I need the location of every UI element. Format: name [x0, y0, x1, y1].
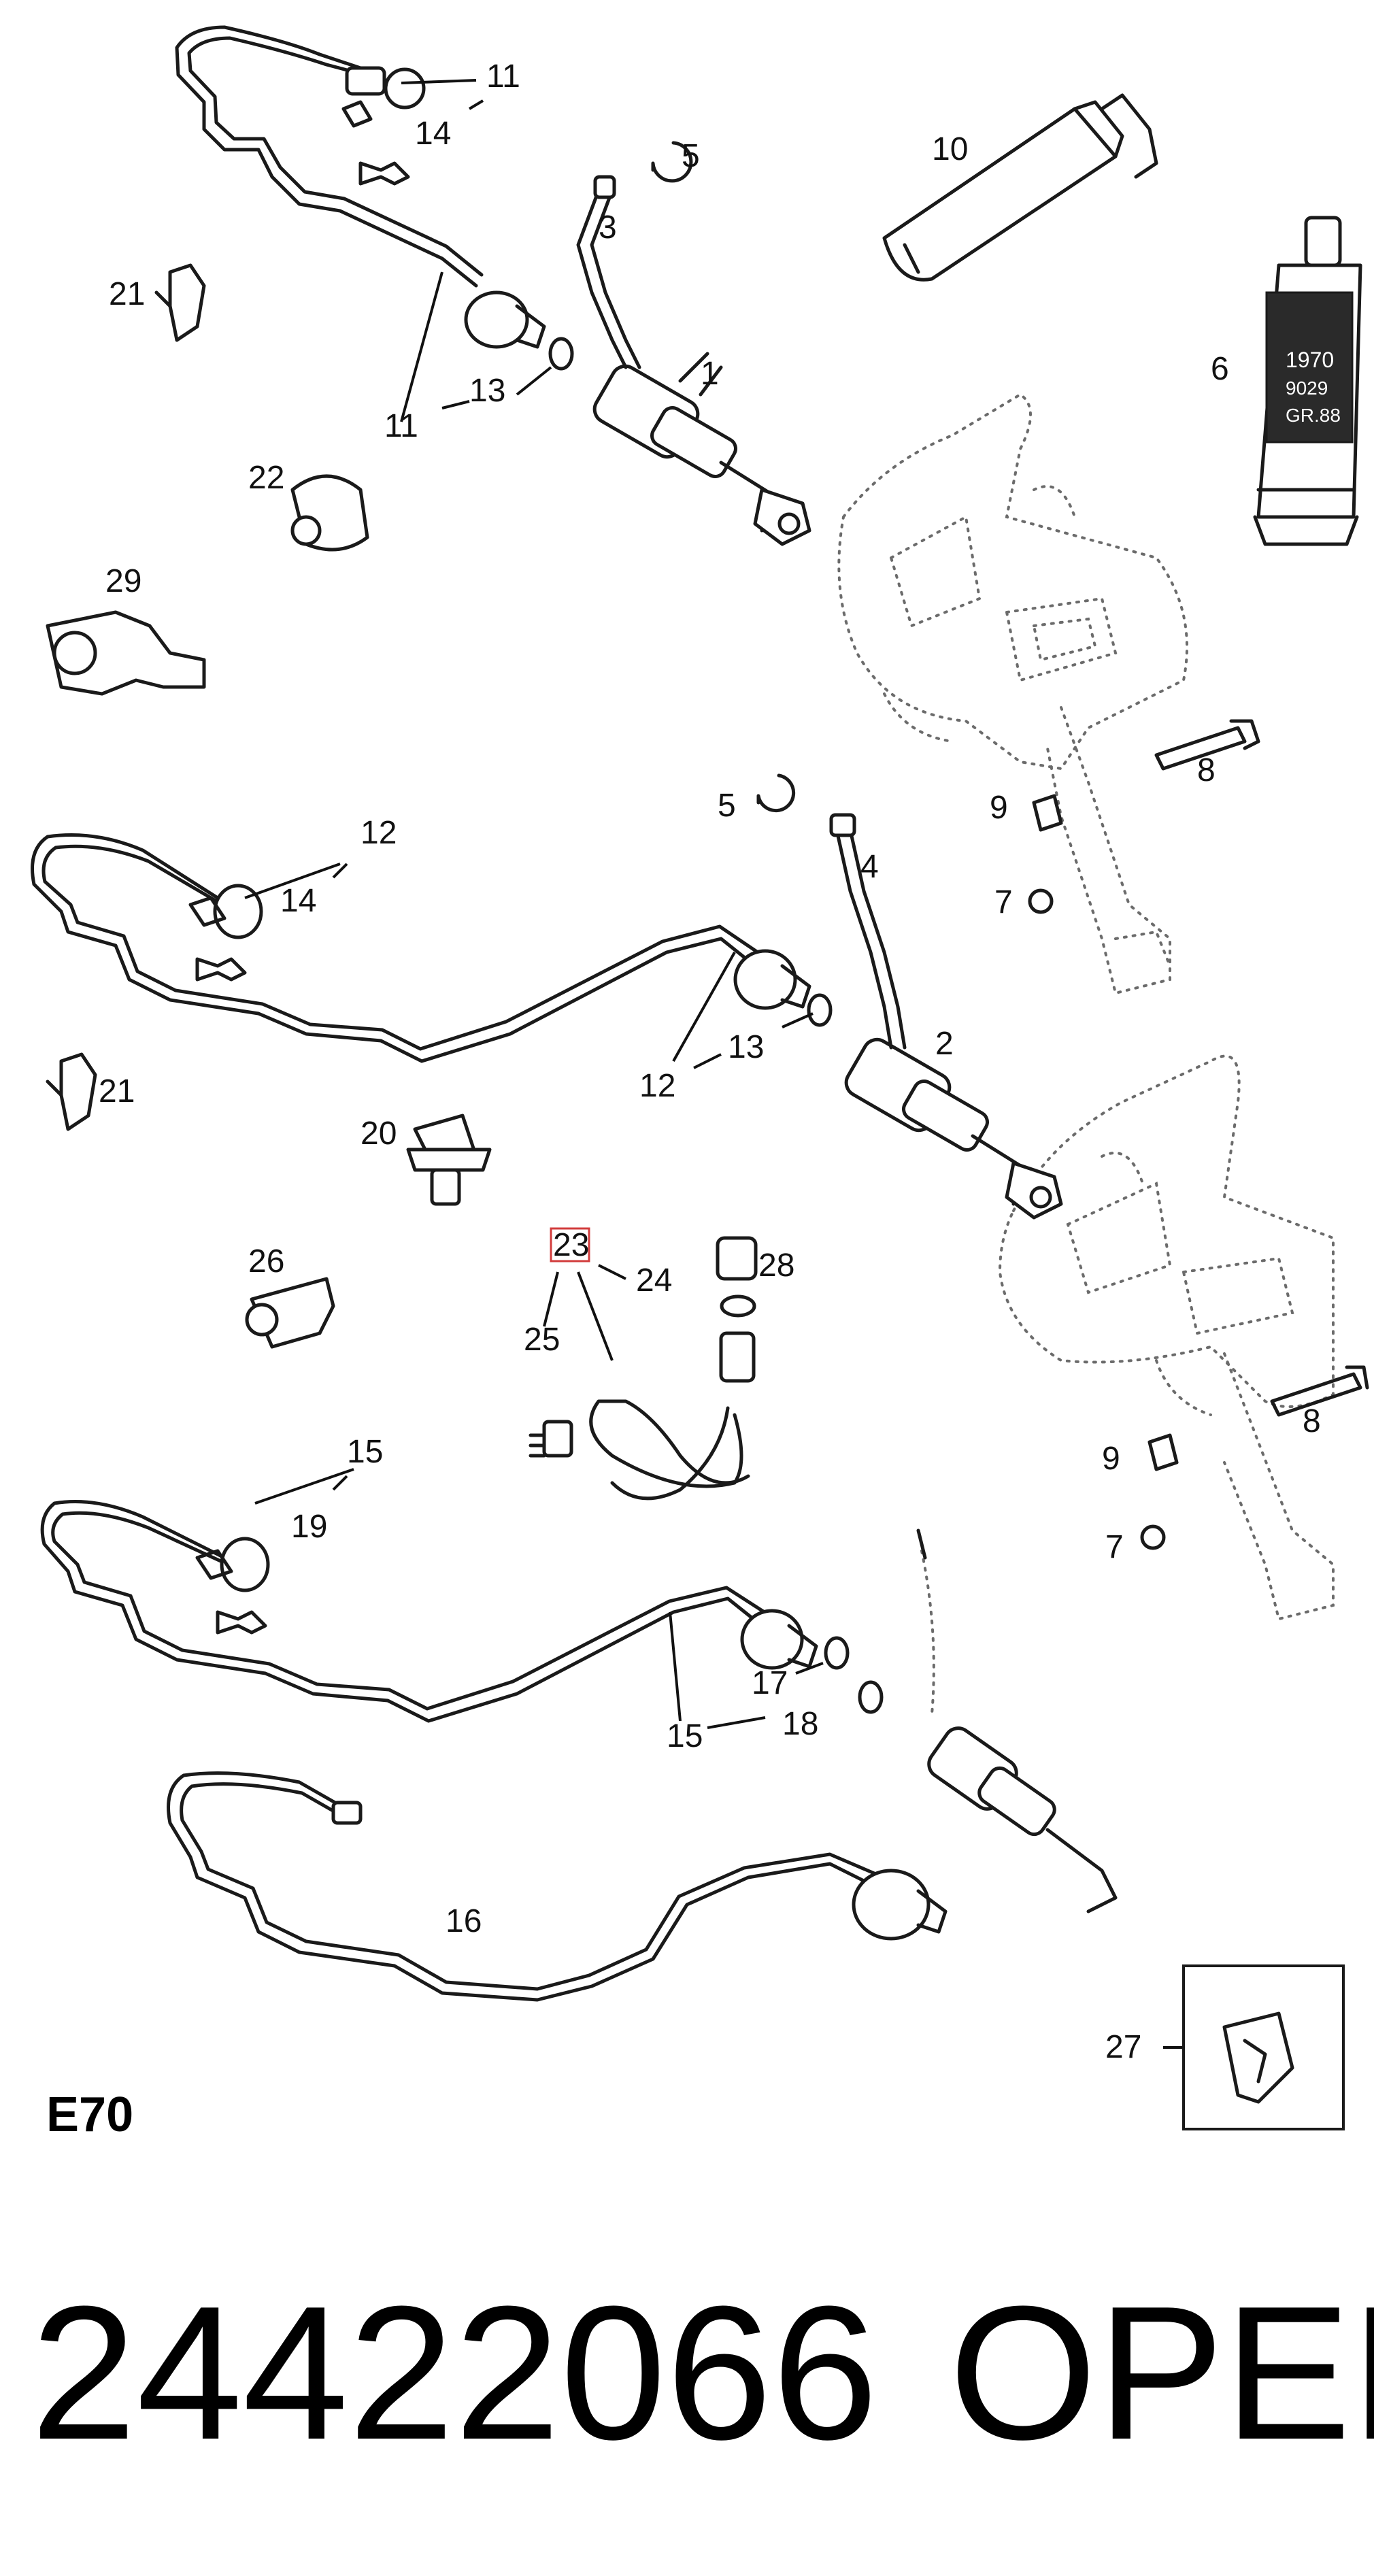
label-25: 25 [524, 1322, 560, 1358]
label-17: 17 [752, 1665, 788, 1701]
part-7-nut-upper [1028, 888, 1054, 914]
pedal-box-upper-outline [837, 392, 1188, 995]
label-8: 8 [1197, 752, 1216, 788]
part-23-pipe-loop [589, 1399, 750, 1501]
label-10: 10 [932, 131, 968, 167]
part-17-seal [824, 1636, 850, 1670]
part-15-hydraulic-line [40, 1500, 818, 1723]
part-7-nut-lower [1140, 1524, 1166, 1550]
label-5-middle: 5 [718, 788, 736, 824]
part-13-seal-upper [548, 337, 574, 371]
label-9: 9 [990, 790, 1008, 826]
label-20: 20 [361, 1116, 397, 1152]
part-9-clip-lower [1147, 1433, 1179, 1471]
label-18: 18 [782, 1706, 818, 1742]
label-22: 22 [248, 460, 284, 496]
label-3: 3 [599, 210, 617, 246]
label-26: 26 [248, 1243, 284, 1279]
label-14-middle: 14 [280, 883, 316, 919]
part-5-clip-middle [756, 773, 796, 813]
part-12-hydraulic-line [31, 833, 811, 1063]
tube-label-line2: 9029 [1286, 378, 1328, 399]
part-27-inset [1182, 1964, 1345, 2130]
label-13: 13 [469, 373, 505, 409]
label-28: 28 [758, 1248, 794, 1284]
part-18-seal [858, 1680, 884, 1714]
label-5: 5 [682, 138, 700, 174]
part-1-clutch-master-cylinder [592, 352, 811, 546]
label-11-lower: 11 [384, 408, 418, 444]
part-14-clip-upper [358, 161, 410, 186]
label-14: 14 [415, 116, 451, 152]
part-21-clip-lower [46, 1052, 97, 1131]
highlight-box-23 [550, 1227, 590, 1262]
label-11: 11 [486, 58, 520, 95]
master-cylinder-ghost [916, 1528, 1118, 1913]
part-2-clutch-master-cylinder [844, 1037, 1063, 1220]
section-code: E70 [46, 2088, 133, 2142]
label-1: 1 [701, 356, 719, 392]
label-15-lower: 15 [667, 1718, 703, 1754]
label-23: 23 [553, 1227, 589, 1263]
part-14-clip-middle [195, 957, 247, 982]
part-26-bracket [245, 1277, 335, 1349]
part-11-hydraulic-line [175, 25, 546, 349]
label-9-lower: 9 [1102, 1441, 1120, 1477]
part-5-clip-upper [651, 141, 693, 183]
part-10-dispenser [882, 93, 1158, 282]
label-8-lower: 8 [1303, 1403, 1321, 1439]
label-16: 16 [446, 1903, 482, 1939]
label-13-middle: 13 [728, 1029, 764, 1065]
leader-lines [244, 79, 1182, 2049]
part-9-clip-upper [1032, 794, 1063, 832]
part-29-elbow [46, 610, 206, 696]
label-29: 29 [105, 563, 141, 599]
part-labels: 11 14 5 3 10 6 21 1 11 13 22 29 8 5 9 12… [99, 58, 1321, 2065]
label-6: 6 [1211, 351, 1229, 387]
pedal-box-lower-outline [998, 1054, 1335, 1621]
part-4-hose [829, 813, 907, 1050]
label-7-lower: 7 [1105, 1529, 1124, 1565]
label-21: 21 [109, 276, 145, 312]
part-28-cap [716, 1236, 758, 1281]
label-27: 27 [1105, 2029, 1141, 2065]
tube-label-line3: GR.88 [1286, 405, 1341, 426]
brand-name: OPEL [949, 2267, 1374, 2479]
label-4: 4 [860, 849, 879, 885]
part-24-seal [720, 1294, 756, 1318]
part-6-grease-tube: 1970 9029 GR.88 [1253, 216, 1362, 546]
part-20-push-clip [406, 1114, 492, 1206]
part-3-hose [576, 175, 641, 369]
label-12: 12 [361, 815, 397, 851]
part-22-bracket [290, 474, 369, 552]
label-24: 24 [636, 1262, 672, 1299]
tube-label-line1: 1970 [1286, 348, 1334, 372]
part-16-hydraulic-line [167, 1771, 948, 2002]
part-8-bolt-lower [1270, 1365, 1369, 1417]
label-21-lower: 21 [99, 1073, 135, 1109]
part-24-fitting [719, 1331, 756, 1383]
part-21-clip-upper [154, 263, 206, 342]
part-19-clip [216, 1610, 267, 1635]
label-2: 2 [935, 1026, 954, 1062]
label-12-lower: 12 [639, 1068, 675, 1104]
part-number: 24422066 [31, 2267, 878, 2479]
label-7: 7 [994, 884, 1013, 920]
part-25-bolt [529, 1420, 573, 1458]
label-19: 19 [291, 1509, 327, 1545]
label-15: 15 [347, 1434, 383, 1470]
part-8-bolt-upper [1154, 719, 1260, 771]
part-13-seal-middle [807, 993, 833, 1027]
